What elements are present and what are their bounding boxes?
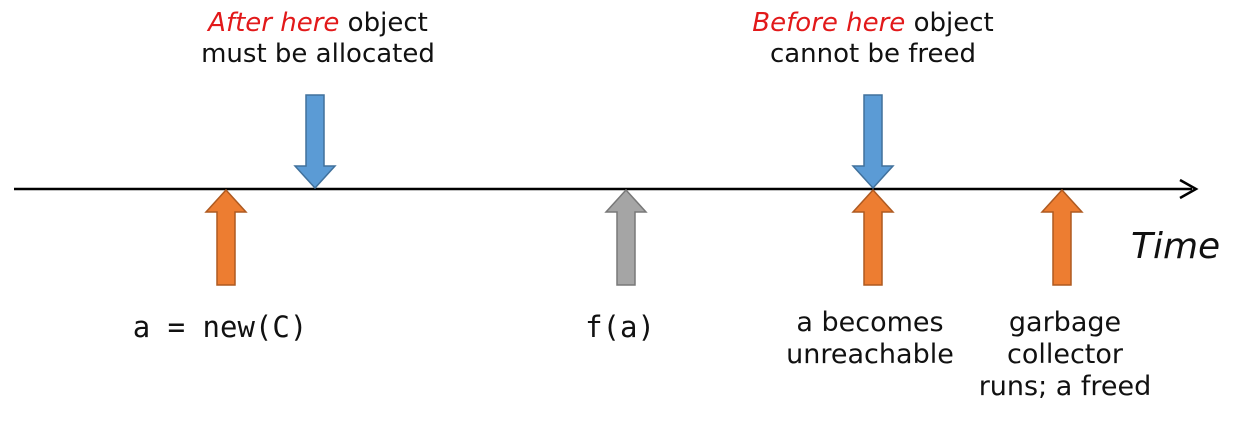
event-label-line: a = new(C) bbox=[132, 310, 308, 344]
callout-text: object bbox=[339, 8, 428, 38]
event-label-line: runs; a freed bbox=[978, 370, 1152, 402]
timeline-arrowhead-icon bbox=[1179, 178, 1199, 200]
event-label-line: collector bbox=[1006, 338, 1124, 370]
callout-text: object bbox=[905, 8, 994, 38]
use-event-up-arrow-icon bbox=[604, 188, 648, 286]
event-label-line: f(a) bbox=[585, 310, 655, 344]
free-limit-callout: Before here object cannot be freed bbox=[718, 8, 1028, 69]
unreachable-event-up-arrow-icon bbox=[851, 188, 895, 286]
event-label-unreachable: a becomes unreachable bbox=[770, 307, 970, 371]
event-label-use: f(a) bbox=[540, 310, 700, 344]
allocation-marker-down-arrow-icon bbox=[293, 94, 337, 190]
free-limit-marker-down-arrow-icon bbox=[851, 94, 895, 190]
gc-event-up-arrow-icon bbox=[1040, 188, 1084, 286]
callout-text-line2: cannot be freed bbox=[769, 38, 977, 69]
axis-label-time: Time bbox=[1131, 226, 1221, 267]
event-label-line: unreachable bbox=[786, 338, 954, 370]
callout-text-line2: must be allocated bbox=[201, 38, 435, 69]
callout-emphasis: After here bbox=[208, 8, 340, 38]
event-label-line: a becomes bbox=[796, 307, 944, 338]
alloc-event-up-arrow-icon bbox=[204, 188, 248, 286]
callout-emphasis: Before here bbox=[752, 8, 906, 38]
event-label-gc: garbage collector runs; a freed bbox=[950, 307, 1180, 403]
event-label-alloc: a = new(C) bbox=[100, 310, 340, 344]
allocation-callout: After here object must be allocated bbox=[163, 8, 473, 69]
event-label-line: garbage bbox=[1008, 307, 1122, 338]
